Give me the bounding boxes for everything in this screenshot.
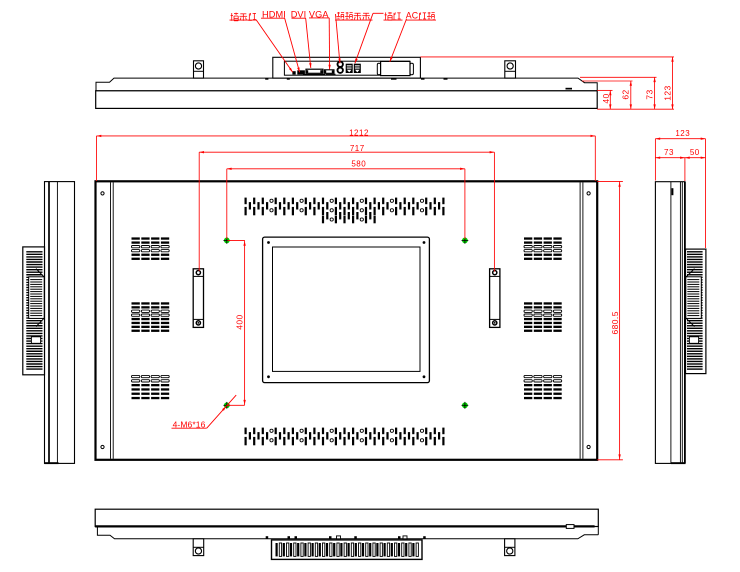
svg-text:717: 717 [350, 144, 365, 153]
svg-text:62: 62 [621, 89, 631, 99]
svg-text:123: 123 [675, 129, 690, 138]
svg-text:1212: 1212 [349, 128, 369, 137]
svg-text:50: 50 [690, 148, 700, 157]
svg-text:580: 580 [351, 160, 366, 169]
svg-text:400: 400 [235, 314, 245, 329]
svg-text:123: 123 [662, 85, 672, 100]
svg-text:HDMI: HDMI [262, 9, 286, 19]
svg-text:4-M6*16: 4-M6*16 [173, 419, 206, 429]
svg-text:AC: AC [406, 11, 419, 21]
svg-text:DVI: DVI [291, 9, 307, 19]
svg-text:VGA: VGA [309, 9, 329, 19]
svg-text:73: 73 [664, 148, 674, 157]
svg-text:73: 73 [644, 89, 654, 99]
svg-text:40: 40 [601, 93, 611, 103]
svg-text:680.5: 680.5 [610, 311, 620, 334]
